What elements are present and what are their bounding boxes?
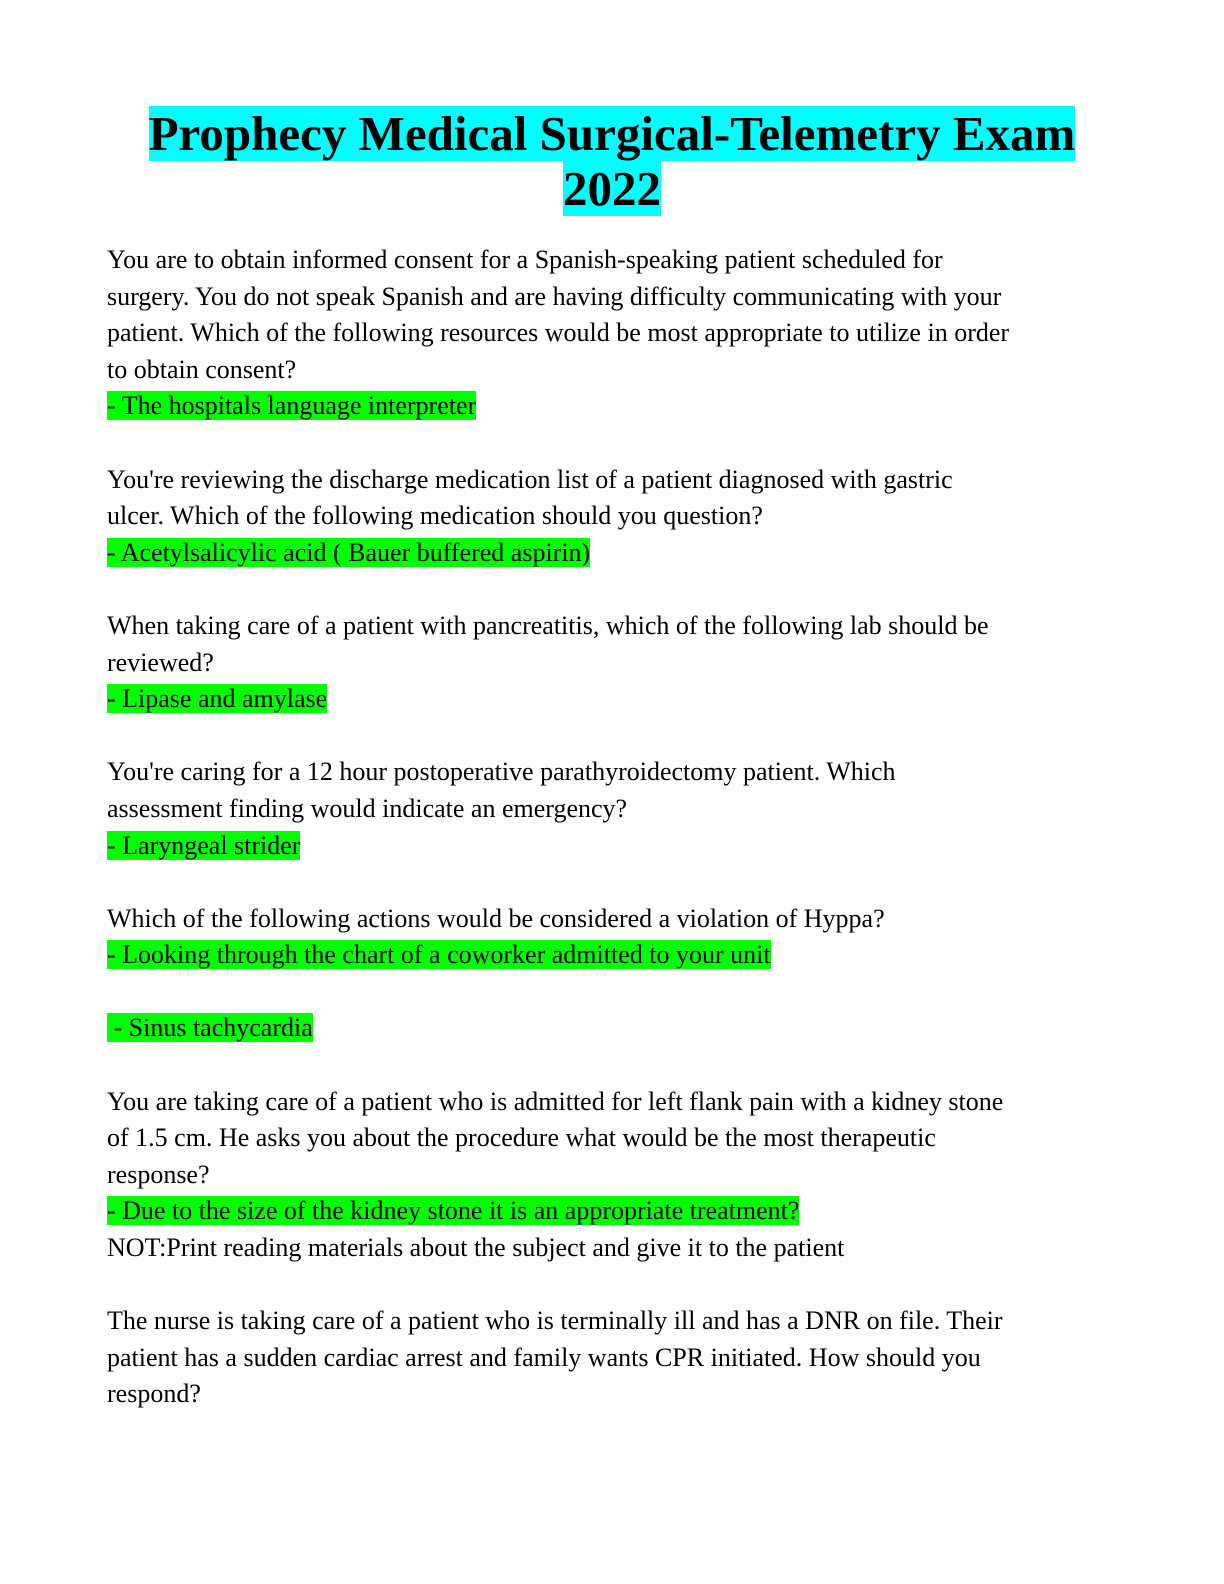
question-text-line: reviewed?	[107, 647, 214, 677]
question-8: The nurse is taking care of a patient wh…	[107, 1303, 1082, 1413]
question-text-line: to obtain consent?	[107, 354, 297, 384]
question-1: You are to obtain informed consent for a…	[107, 242, 1082, 425]
question-text-line: response?	[107, 1159, 210, 1189]
question-text-line: of 1.5 cm. He asks you about the procedu…	[107, 1123, 936, 1153]
title-line-1: Prophecy Medical Surgical-Telemetry Exam	[148, 106, 1076, 161]
question-text-line: assessment finding would indicate an eme…	[107, 793, 628, 823]
question-3: When taking care of a patient with pancr…	[107, 608, 1082, 718]
document-title: Prophecy Medical Surgical-Telemetry Exam…	[0, 106, 1224, 216]
spacer	[107, 571, 1082, 608]
answer-highlight: - Laryngeal strider	[107, 830, 301, 860]
question-text-line: respond?	[107, 1379, 201, 1409]
question-2: You're reviewing the discharge medicatio…	[107, 462, 1082, 572]
answer-note: NOT:Print reading materials about the su…	[107, 1233, 845, 1263]
title-line-2: 2022	[563, 161, 661, 216]
question-5: Which of the following actions would be …	[107, 901, 1082, 974]
spacer	[107, 1047, 1082, 1084]
question-text-line: ulcer. Which of the following medication…	[107, 501, 763, 531]
question-text-line: surgery. You do not speak Spanish and ar…	[107, 281, 1002, 311]
answer-highlight: - Sinus tachycardia	[107, 1013, 313, 1043]
question-text-line: You are taking care of a patient who is …	[107, 1086, 1004, 1116]
spacer	[107, 864, 1082, 901]
question-text-line: Which of the following actions would be …	[107, 903, 885, 933]
answer-highlight: - Acetylsalicylic acid ( Bauer buffered …	[107, 537, 591, 567]
question-text-line: You're caring for a 12 hour postoperativ…	[107, 757, 896, 787]
question-text-line: The nurse is taking care of a patient wh…	[107, 1306, 1003, 1336]
question-text-line: When taking care of a patient with pancr…	[107, 610, 989, 640]
title-block: Prophecy Medical Surgical-Telemetry Exam…	[0, 106, 1224, 216]
question-text-line: You're reviewing the discharge medicatio…	[107, 464, 953, 494]
answer-highlight: - Due to the size of the kidney stone it…	[107, 1196, 800, 1226]
spacer	[107, 974, 1082, 1011]
question-list: You are to obtain informed consent for a…	[107, 242, 1082, 1413]
question-text-line: patient. Which of the following resource…	[107, 318, 1010, 348]
answer-highlight: - Looking through the chart of a coworke…	[107, 940, 771, 970]
spacer	[107, 718, 1082, 755]
question-4: You're caring for a 12 hour postoperativ…	[107, 754, 1082, 864]
answer-highlight: - Lipase and amylase	[107, 684, 328, 714]
spacer	[107, 425, 1082, 462]
spacer	[107, 1267, 1082, 1304]
question-text-line: You are to obtain informed consent for a…	[107, 245, 943, 274]
question-6: - Sinus tachycardia	[107, 1010, 1082, 1047]
question-7: You are taking care of a patient who is …	[107, 1084, 1082, 1267]
answer-highlight: - The hospitals language interpreter	[107, 391, 477, 421]
question-text-line: patient has a sudden cardiac arrest and …	[107, 1342, 981, 1372]
